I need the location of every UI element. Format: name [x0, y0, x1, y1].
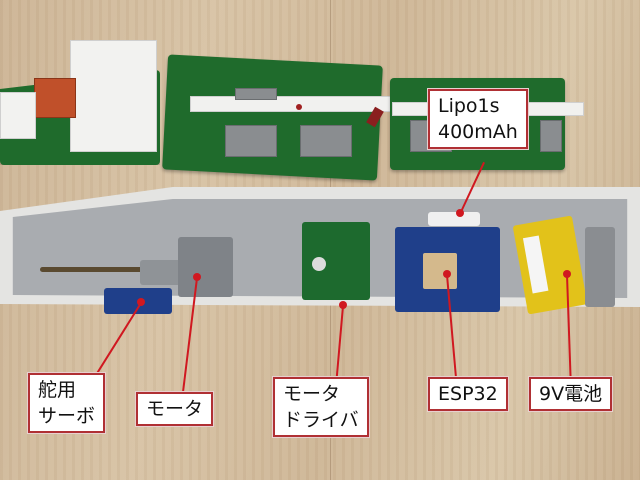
motor-driver-board [302, 222, 370, 300]
label-lipo: Lipo1s 400mAh [428, 89, 528, 149]
battery-marker [563, 270, 571, 278]
label-rudder-servo: 舵用 サーボ [28, 373, 106, 433]
drive-motor [178, 237, 233, 297]
tank-hatch [225, 125, 277, 157]
lipo-battery [428, 212, 480, 226]
mast-light [296, 104, 302, 110]
battery-holder [585, 227, 615, 307]
label-9v-battery: 9V電池 [529, 377, 613, 411]
ship-hull [0, 172, 640, 322]
label-motor-driver: モータ ドライバ [273, 377, 369, 437]
esp32-marker [443, 270, 451, 278]
deck-catwalk [190, 96, 392, 112]
funnel [34, 78, 76, 118]
barcode [522, 235, 549, 294]
capacitor [312, 257, 326, 271]
tank-hatch [540, 120, 562, 152]
label-esp32: ESP32 [428, 377, 508, 411]
driver-marker [339, 301, 347, 309]
servo-marker [137, 298, 145, 306]
tank-hatch [300, 125, 352, 157]
tank-hatch [235, 88, 277, 100]
propeller-shaft [40, 267, 150, 272]
label-motor: モータ [136, 392, 214, 426]
esp32-module [423, 253, 457, 289]
motor-marker [193, 273, 201, 281]
bridge-superstructure [70, 40, 157, 152]
bridge-wing [0, 92, 36, 139]
